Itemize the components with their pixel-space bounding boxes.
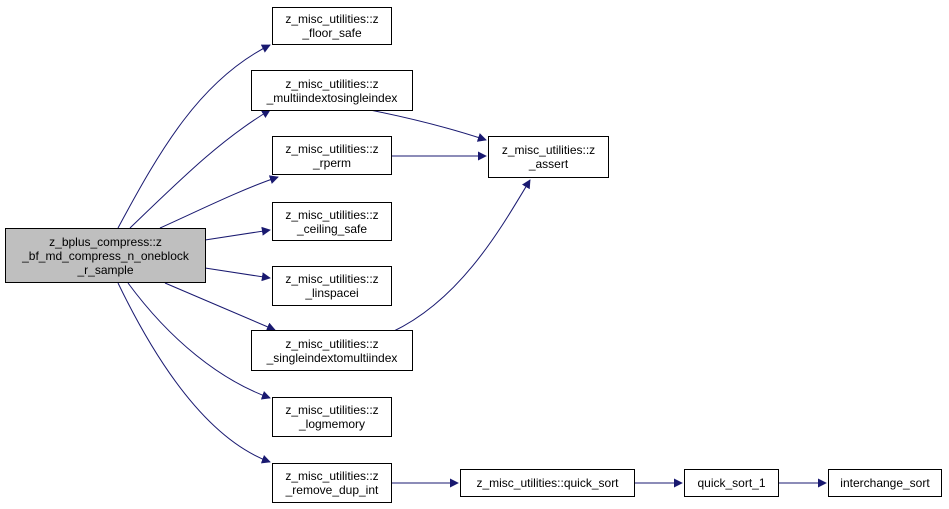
node-z-bf-md-compress-n-oneblock-r-sample[interactable]: z_bplus_compress::z _bf_md_compress_n_on… bbox=[5, 228, 206, 283]
node-label-line: z_misc_utilities::z bbox=[285, 12, 379, 26]
edge-root-to-linspace bbox=[204, 267, 271, 282]
edge-root-to-rperm bbox=[159, 175, 279, 229]
node-quick-sort[interactable]: z_misc_utilities::quick_sort bbox=[460, 469, 635, 497]
edge-root-to-multi bbox=[129, 109, 271, 229]
node-label-line: z_misc_utilities::z bbox=[285, 207, 379, 222]
node-label-line: _r_sample bbox=[77, 262, 134, 277]
node-label-line: z_misc_utilities::z bbox=[285, 469, 379, 483]
node-label-line: _assert bbox=[528, 157, 569, 171]
node-z-ceiling-safe[interactable]: z_misc_utilities::z _ceiling_safe bbox=[272, 202, 392, 241]
node-label-line: _linspacei bbox=[305, 286, 359, 300]
node-label-line: _bf_md_compress_n_oneblock bbox=[22, 248, 189, 263]
node-z-rperm[interactable]: z_misc_utilities::z _rperm bbox=[272, 136, 392, 175]
node-label-line: z_misc_utilities::z bbox=[501, 143, 596, 157]
edge-multi-to-assert bbox=[369, 109, 487, 142]
edge-single-to-assert bbox=[391, 179, 531, 333]
node-z-logmemory[interactable]: z_misc_utilities::z _logmemory bbox=[272, 397, 392, 437]
node-label-line: z_misc_utilities::z bbox=[285, 336, 379, 351]
node-label-line: z_misc_utilities::quick_sort bbox=[476, 476, 619, 490]
edge-root-to-single bbox=[164, 282, 276, 331]
node-label-line: _multiindextosingleindex bbox=[266, 90, 398, 105]
node-label-line: quick_sort_1 bbox=[697, 476, 766, 490]
edge-root-to-ceiling bbox=[204, 226, 271, 241]
node-label-line: z_misc_utilities::z bbox=[285, 272, 379, 286]
edge-root-to-floor bbox=[117, 44, 271, 229]
node-label-line: _remove_dup_int bbox=[285, 483, 379, 497]
node-quick-sort-1[interactable]: quick_sort_1 bbox=[684, 469, 779, 497]
node-z-linspacei[interactable]: z_misc_utilities::z _linspacei bbox=[272, 266, 392, 306]
node-interchange-sort[interactable]: interchange_sort bbox=[828, 469, 942, 497]
node-label-line: z_bplus_compress::z bbox=[49, 234, 162, 249]
node-label-line: _rperm bbox=[312, 155, 351, 170]
node-z-remove-dup-int[interactable]: z_misc_utilities::z _remove_dup_int bbox=[272, 463, 392, 503]
node-label-line: _floor_safe bbox=[302, 26, 362, 40]
node-label-line: z_misc_utilities::z bbox=[285, 76, 379, 91]
node-z-floor-safe[interactable]: z_misc_utilities::z _floor_safe bbox=[272, 7, 392, 45]
node-z-multiindextosingleindex[interactable]: z_misc_utilities::z _multiindextosinglei… bbox=[251, 70, 413, 111]
node-label-line: z_misc_utilities::z bbox=[285, 141, 379, 156]
node-z-assert[interactable]: z_misc_utilities::z _assert bbox=[488, 136, 609, 178]
node-label-line: _logmemory bbox=[298, 417, 366, 431]
node-z-singleindextomultiindex[interactable]: z_misc_utilities::z _singleindextomultii… bbox=[251, 330, 413, 371]
node-label-line: interchange_sort bbox=[840, 476, 930, 490]
edge-root-to-remdup bbox=[117, 282, 271, 464]
node-label-line: _ceiling_safe bbox=[296, 221, 368, 236]
node-label-line: _singleindextomultiindex bbox=[266, 350, 398, 365]
edge-root-to-logmem bbox=[127, 282, 271, 400]
node-label-line: z_misc_utilities::z bbox=[285, 403, 379, 417]
